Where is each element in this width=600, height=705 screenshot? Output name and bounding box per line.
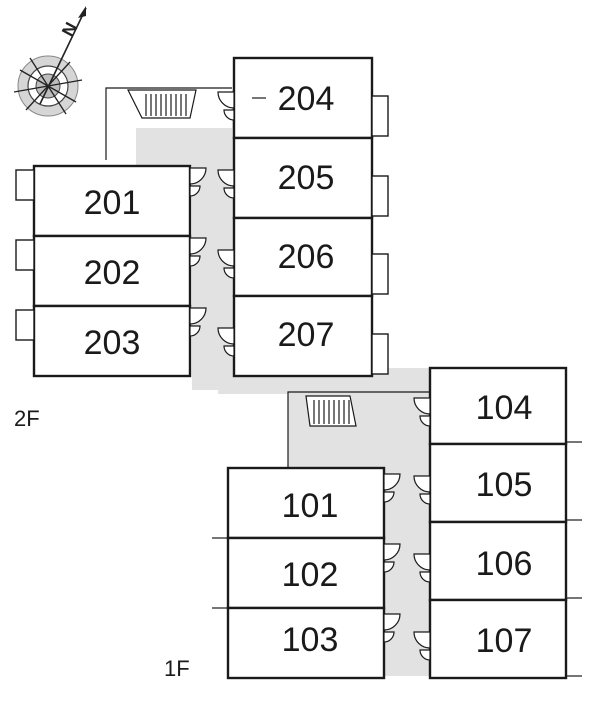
room-203[interactable]: 203	[15, 304, 192, 378]
room-number: 201	[84, 184, 141, 222]
room-number: 205	[278, 159, 335, 197]
room-101[interactable]: 101	[226, 466, 386, 540]
room-107[interactable]: 107	[428, 598, 568, 680]
north-label: N	[58, 19, 82, 40]
room-202[interactable]: 202	[15, 234, 192, 308]
room-103[interactable]: 103	[226, 606, 386, 680]
room-number: 101	[282, 487, 339, 525]
room-204[interactable]: 204	[232, 56, 389, 140]
doors-1f	[383, 397, 431, 661]
room-number: 206	[278, 238, 335, 276]
room-number: 103	[282, 621, 339, 659]
floor-label-2f: 2F	[14, 406, 40, 431]
room-number: 107	[476, 622, 533, 660]
staircase-1f	[287, 391, 430, 468]
compass-rose-icon: N	[13, 6, 87, 117]
room-207[interactable]: 207	[232, 294, 389, 378]
room-number: 104	[476, 389, 533, 427]
room-106[interactable]: 106	[428, 520, 568, 602]
room-number: 204	[278, 80, 335, 118]
room-201[interactable]: 201	[15, 164, 192, 238]
floor-label-1f: 1F	[164, 656, 190, 681]
room-105[interactable]: 105	[428, 442, 568, 524]
room-206[interactable]: 206	[232, 216, 389, 298]
room-number: 207	[278, 316, 335, 354]
balcony-lines-1f-west	[212, 537, 228, 609]
room-number: 106	[476, 545, 533, 583]
room-number: 202	[84, 254, 141, 292]
balcony-lines-1f-east	[566, 441, 582, 677]
room-102[interactable]: 102	[226, 536, 386, 610]
doors-2f	[189, 91, 266, 357]
room-number: 102	[282, 556, 339, 594]
room-number: 203	[84, 324, 141, 362]
room-205[interactable]: 205	[232, 136, 389, 220]
room-104[interactable]: 104	[428, 366, 568, 446]
staircase-2f	[105, 87, 232, 160]
room-number: 105	[476, 466, 533, 504]
